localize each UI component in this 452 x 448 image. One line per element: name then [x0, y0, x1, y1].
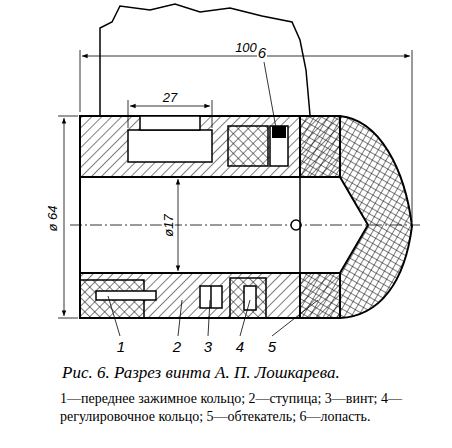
- blade-outline: [100, 4, 310, 115]
- extension-line: [212, 100, 213, 128]
- hub-upper-wall: [80, 116, 340, 177]
- callout-number: 3: [203, 339, 213, 354]
- extension-line: [58, 116, 78, 117]
- parts-list: 1—переднее зажимное кольцо; 2—ступица; 3…: [60, 390, 432, 425]
- callout-number: 1: [116, 339, 126, 354]
- leader-line: [208, 300, 210, 336]
- dimension-value: 27: [162, 91, 178, 104]
- center-line: [70, 225, 420, 226]
- blade-root-recess: [140, 116, 200, 130]
- upper-ring: [228, 126, 268, 166]
- leader-line: [178, 300, 182, 336]
- fairing-bore-line: [299, 177, 301, 273]
- extension-line: [80, 50, 81, 112]
- callout-number: 5: [267, 339, 277, 354]
- dimension-line: [82, 56, 410, 57]
- dimension-value: ø 64: [45, 204, 58, 232]
- extension-line: [58, 318, 78, 319]
- callout-number: 2: [172, 339, 182, 354]
- screw-slot: [210, 286, 212, 308]
- extension-line: [412, 50, 413, 222]
- callout-number: 6: [257, 45, 267, 60]
- hub-lower-wall: [80, 273, 340, 318]
- extension-line: [128, 100, 129, 128]
- leader-line: [264, 62, 276, 128]
- leader-line: [240, 300, 250, 336]
- callout-number: 4: [235, 339, 245, 354]
- screw: [200, 286, 222, 308]
- figure-caption: Рис. 6. Разрез винта А. П. Лошкарева.: [62, 364, 340, 381]
- dimension-line: [130, 106, 210, 107]
- dimension-value: 100: [234, 41, 258, 54]
- bore: [80, 177, 368, 273]
- ring-bolt: [96, 291, 156, 300]
- blade-root-recess: [128, 130, 212, 162]
- adjusting-ring-slot: [244, 286, 256, 310]
- dimension-line: [64, 118, 65, 316]
- dimension-value: ø17: [162, 213, 175, 237]
- upper-screw: [270, 126, 288, 166]
- leader-line: [272, 300, 318, 336]
- adjusting-ring: [230, 278, 266, 318]
- dimension-line: [178, 179, 179, 271]
- leader-line: [108, 296, 120, 336]
- upper-screw-head: [272, 126, 286, 138]
